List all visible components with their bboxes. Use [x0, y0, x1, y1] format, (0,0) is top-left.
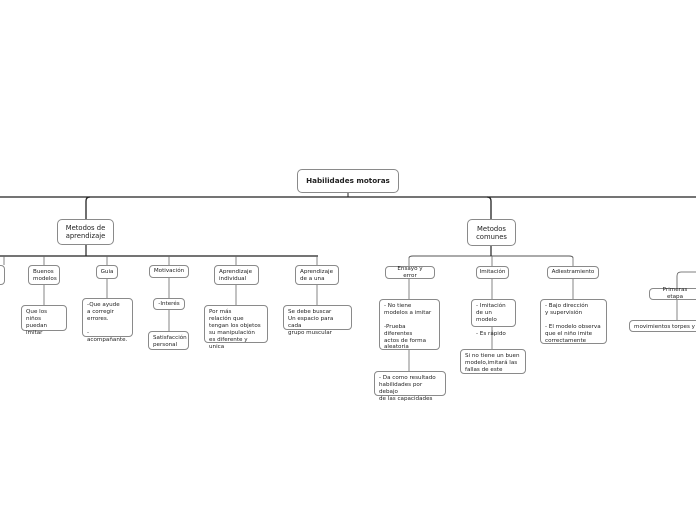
- node-aprendizaje-de-a-una[interactable]: Aprendizaje de a una: [295, 265, 339, 285]
- node-left-offscreen[interactable]: [0, 265, 5, 285]
- node-interes[interactable]: -Interés: [153, 298, 185, 310]
- node-motivacion[interactable]: Motivación: [149, 265, 189, 278]
- node-imitacion[interactable]: Imitación: [476, 266, 509, 279]
- node-primeras-etapas[interactable]: Primeras etapa: [649, 287, 696, 300]
- node-aprendizaje-individual-text[interactable]: Por más relación que tengan los objetos …: [204, 305, 268, 350]
- node-ensayo-result[interactable]: - Da como resultado habilidades por deba…: [374, 371, 446, 402]
- node-imitacion-result[interactable]: Si no tiene un buen modelo,imitará las f…: [460, 349, 526, 374]
- node-movimientos[interactable]: movimientos torpes y: [629, 320, 696, 332]
- link-metodos-aprendizaje: [85, 196, 91, 219]
- node-metodos-comunes[interactable]: Metodos comunes: [467, 219, 516, 246]
- root-node[interactable]: Habilidades motoras: [297, 169, 399, 193]
- node-buenos-modelos[interactable]: Buenos modelos: [28, 265, 60, 285]
- node-satisfaccion[interactable]: Satisfacción personal: [148, 331, 189, 350]
- node-ensayo-error[interactable]: Ensayo y error: [385, 266, 435, 279]
- node-aprendizaje-de-a-una-text[interactable]: Se debe buscar Un espacio para cada grup…: [283, 305, 352, 336]
- comunes-bus: [408, 255, 574, 259]
- node-adiestramiento-text[interactable]: - Bajo dirección y supervisión - El mode…: [540, 299, 607, 344]
- link-primeras-etapas: [676, 271, 696, 288]
- node-adiestramiento[interactable]: Adiestramiento: [547, 266, 599, 279]
- node-guia-text[interactable]: -Que ayude a corregir errores. -acompaña…: [82, 298, 133, 343]
- node-metodos-aprendizaje[interactable]: Metodos de aprendizaje: [57, 219, 114, 245]
- node-aprendizaje-individual[interactable]: Aprendizaje individual: [214, 265, 259, 285]
- node-imitacion-text[interactable]: - Imitación de un modelo - Es rápido: [471, 299, 516, 337]
- node-ensayo-text[interactable]: - No tiene modelos a imitar -Prueba dife…: [379, 299, 440, 350]
- link-metodos-comunes: [486, 196, 492, 219]
- node-buenos-modelos-text[interactable]: Que los niños puedan imitar: [21, 305, 67, 336]
- node-guia[interactable]: Guia: [96, 265, 118, 279]
